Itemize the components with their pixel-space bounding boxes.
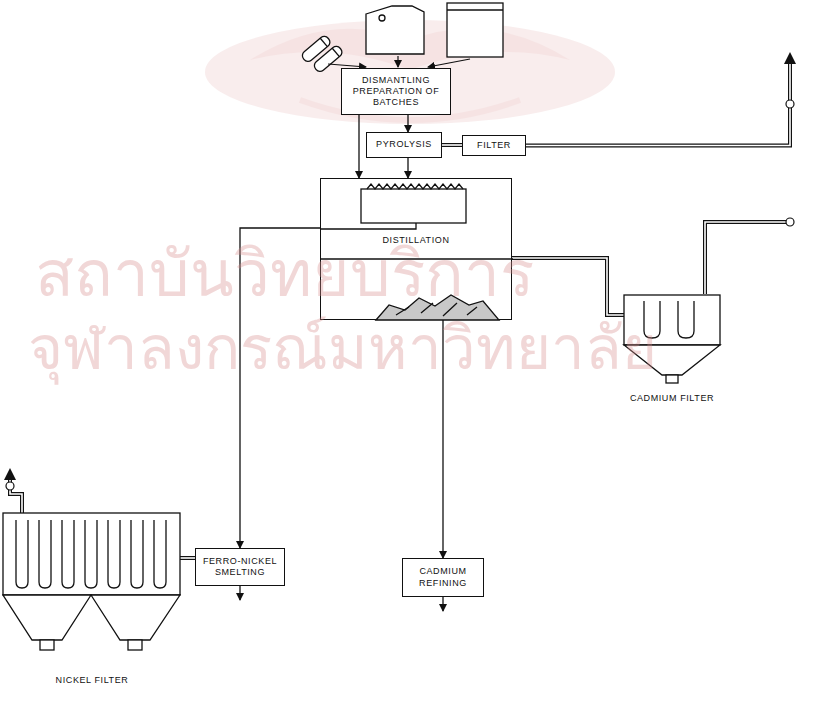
- drawing-part: [180, 556, 195, 560]
- process-box: PYROLYSIS: [366, 132, 442, 158]
- drawing-part: [705, 222, 790, 294]
- drawing-part: [366, 6, 424, 54]
- process-box: FERRO-NICKEL SMELTING: [195, 548, 285, 586]
- feed-arrows: [328, 56, 470, 67]
- node-label: FILTER: [468, 140, 520, 151]
- drawing-part: [91, 595, 180, 640]
- drawing-part: [428, 59, 470, 67]
- drawing-part: [397, 56, 398, 67]
- drawing-part: [321, 223, 416, 229]
- flow-arrow: [359, 115, 360, 178]
- pipe-connector: [180, 558, 195, 559]
- drawing-part: [358, 115, 359, 178]
- drawing-part: [367, 184, 463, 189]
- process-box: FILTER: [462, 135, 526, 156]
- drawing-part: [442, 143, 462, 147]
- drawing-part: [442, 144, 462, 146]
- drawing-part: [180, 557, 195, 558]
- flow-arrow: [408, 115, 409, 132]
- drawing-part: [16, 520, 28, 588]
- watermark-text: สถาบันวิทยบริการ: [35, 222, 534, 324]
- drawing-part: [332, 48, 339, 56]
- node-label: FERRO-NICKEL SMELTING: [201, 556, 279, 579]
- drawing-part: [447, 3, 503, 57]
- pipe-connector: [442, 145, 462, 146]
- drawing-part: [442, 144, 462, 145]
- drawing-part: [131, 520, 143, 588]
- bag-filter: NICKEL FILTER: [2, 510, 182, 695]
- drawing-part: [447, 9, 503, 10]
- drawing-part: [3, 595, 91, 640]
- drawing-part: [154, 520, 166, 588]
- drawing-part: [328, 64, 366, 67]
- process-box: DISMANTLING PREPARATION OF BATCHES: [341, 68, 451, 115]
- drawing-part: [40, 640, 54, 650]
- drawing-part: [784, 52, 796, 64]
- node-label: CADMIUM REFINING: [408, 566, 478, 589]
- drawing-part: [320, 38, 327, 46]
- stack-pipes: [4, 52, 796, 513]
- drawing-part: [85, 520, 97, 588]
- drawing-part: [4, 468, 16, 480]
- battery-icons: [300, 3, 503, 73]
- drawing-part: [62, 520, 74, 588]
- node-label: CADMIUM FILTER: [622, 393, 722, 404]
- drawing-part: [3, 513, 180, 595]
- drawing-part: [705, 222, 790, 294]
- drawing-part: [39, 520, 51, 588]
- drawing-part: [128, 640, 142, 650]
- node-label: NICKEL FILTER: [2, 675, 182, 686]
- flow-arrow: [408, 158, 409, 178]
- drawing-part: [3, 513, 180, 650]
- watermark-text: จุฬาลงกรณ์มหาวิทยาลัย: [28, 300, 657, 395]
- drawing-part: [312, 44, 344, 73]
- filter-outline: [2, 510, 182, 660]
- output-arrow: [442, 597, 443, 611]
- drawing-part: [500, 62, 790, 146]
- drawing-part: [6, 482, 14, 490]
- node-label: DISMANTLING PREPARATION OF BATCHES: [347, 75, 445, 109]
- drawing-part: [666, 375, 678, 383]
- drawing-part: [312, 44, 344, 73]
- drawing-part: [786, 100, 794, 108]
- process-box: CADMIUM REFINING: [402, 558, 484, 597]
- drawing-part: [108, 520, 120, 588]
- drawing-part: [379, 15, 385, 21]
- drawing-part: [678, 301, 694, 338]
- drawing-part: [500, 62, 790, 146]
- output-arrow: [239, 586, 240, 600]
- drawing-part: [407, 115, 408, 132]
- node-label: PYROLYSIS: [372, 139, 436, 150]
- drawing-part: [407, 158, 408, 178]
- drawing-part: [786, 218, 794, 226]
- drawing-part: [361, 189, 466, 223]
- drawing-part: [180, 557, 195, 559]
